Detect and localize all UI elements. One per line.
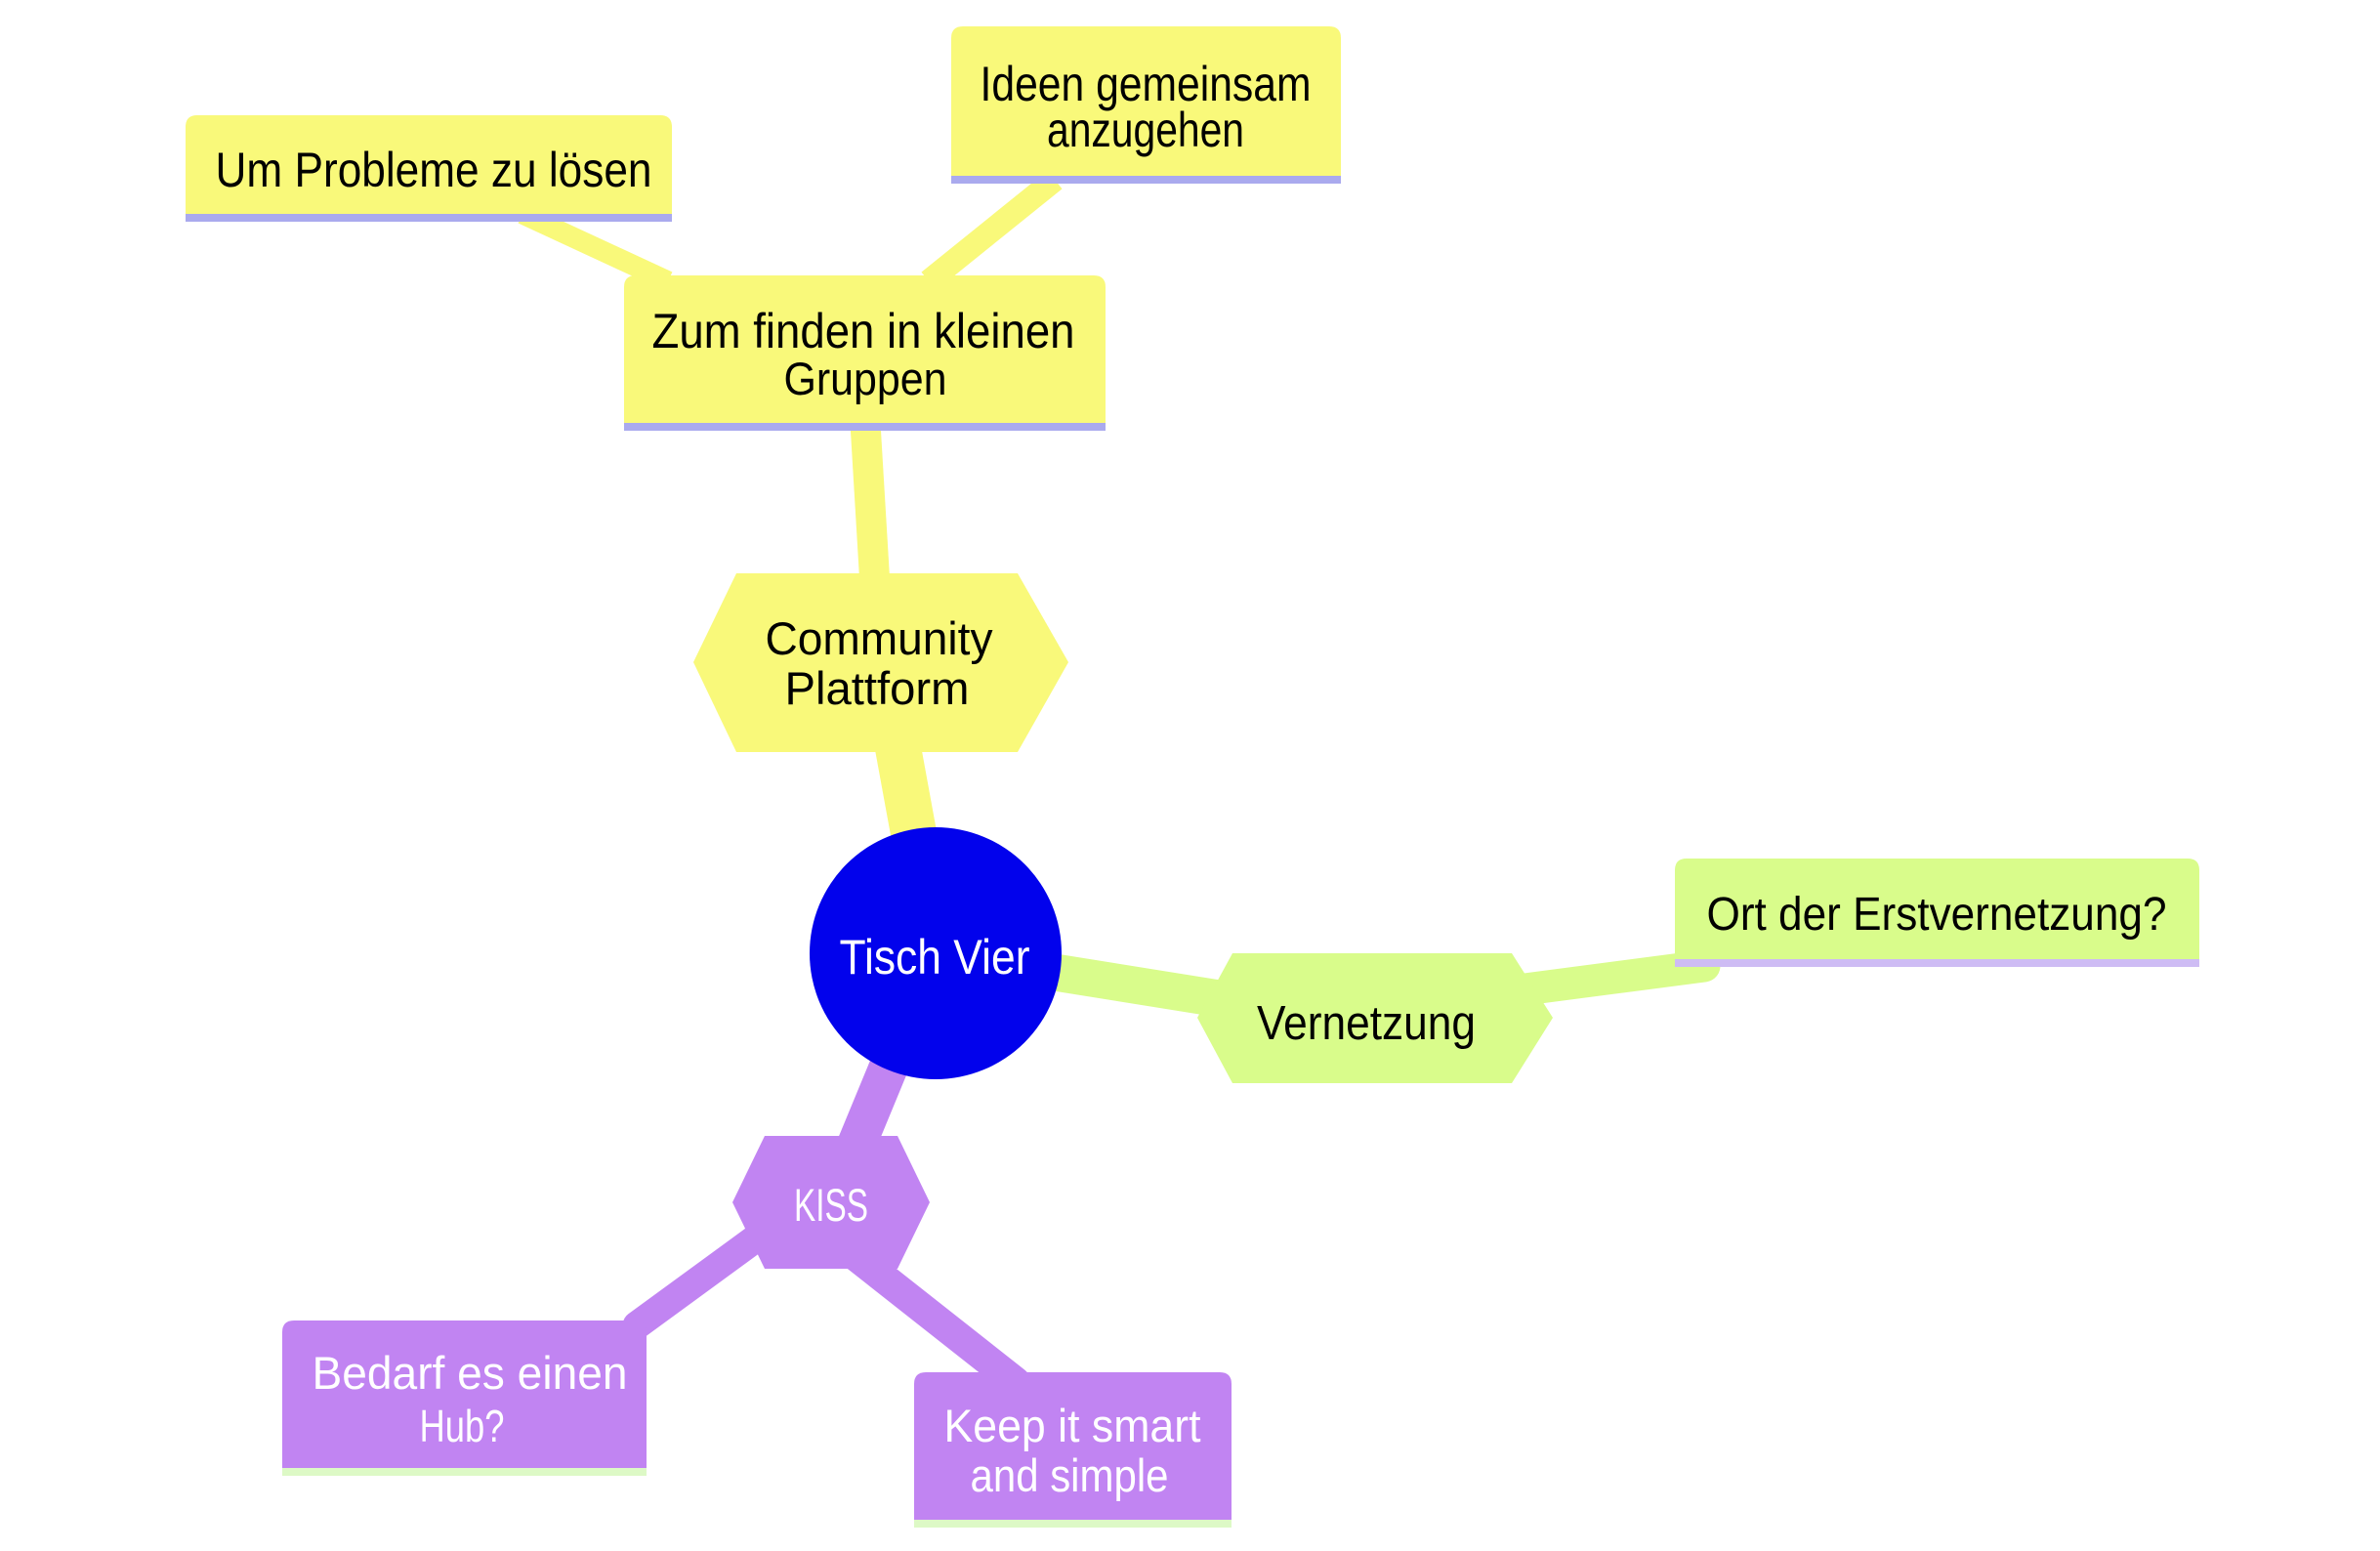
svg-text:Community: Community [766,612,993,664]
svg-text:anzugehen: anzugehen [1047,103,1244,157]
svg-text:Hub?: Hub? [420,1401,505,1451]
svg-text:Gruppen: Gruppen [784,353,947,404]
svg-text:Vernetzung: Vernetzung [1257,997,1476,1050]
svg-text:Ideen gemeinsam: Ideen gemeinsam [981,57,1312,111]
svg-text:and simple: and simple [971,1449,1169,1501]
svg-text:Plattform: Plattform [785,662,970,714]
svg-text:KISS: KISS [794,1179,868,1231]
svg-text:Bedarf es einen: Bedarf es einen [313,1347,628,1399]
svg-text:Zum finden in kleinen: Zum finden in kleinen [652,304,1075,358]
svg-text:Keep it smart: Keep it smart [944,1400,1201,1451]
svg-text:Tisch Vier: Tisch Vier [840,930,1030,985]
svg-text:Ort der Erstvernetzung?: Ort der Erstvernetzung? [1707,889,2167,941]
svg-text:Um Probleme zu lösen: Um Probleme zu lösen [216,143,652,197]
